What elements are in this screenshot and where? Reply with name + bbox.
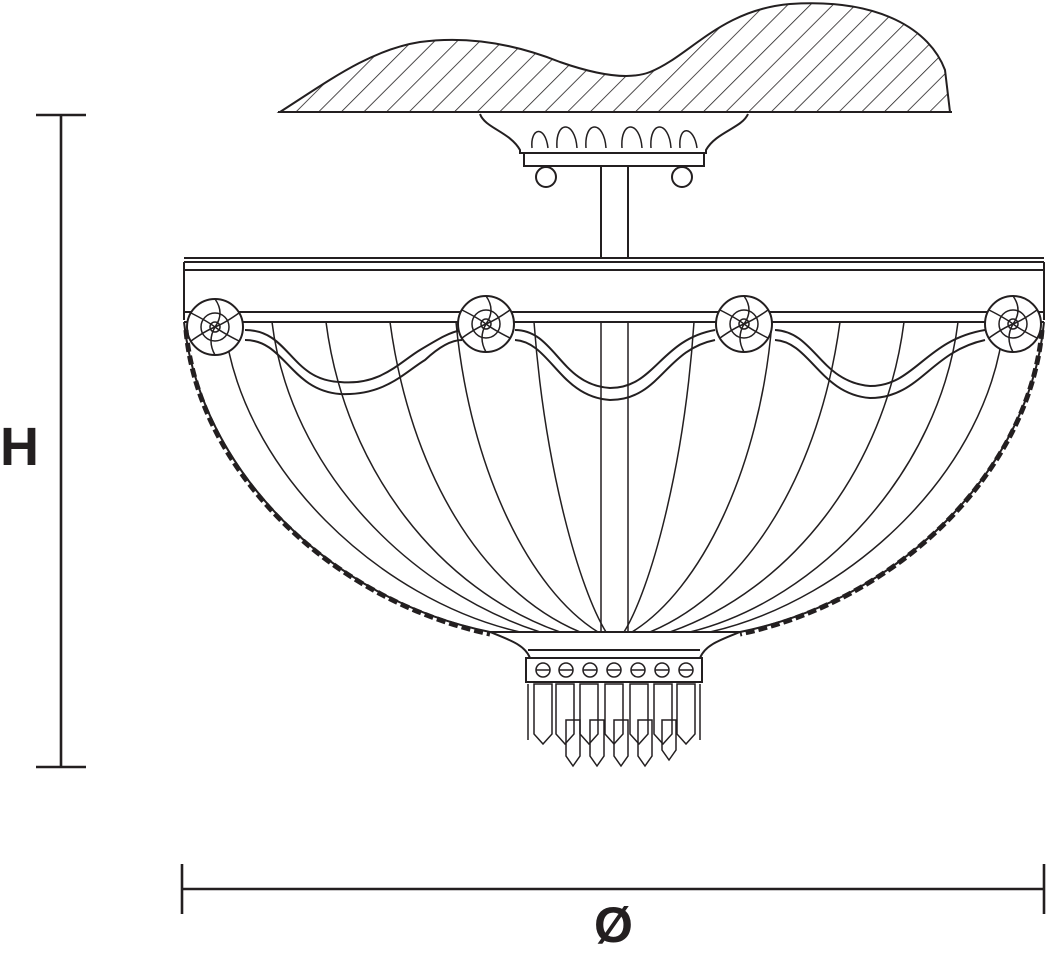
rosette-4: [984, 295, 1042, 353]
swag-garlands: [244, 329, 986, 402]
rosettes: [186, 295, 1042, 356]
rosette-3: [715, 295, 773, 353]
height-label: H: [0, 417, 39, 477]
canopy: [479, 113, 749, 188]
stem: [600, 166, 629, 258]
crystal-drops: [527, 683, 701, 768]
bead-chains: [183, 329, 1045, 637]
top-band: [183, 257, 1045, 323]
ceiling-section: [276, 2, 952, 113]
height-dimension-line: [36, 113, 86, 769]
diameter-label: Ø: [594, 897, 633, 953]
crystal-finial: [489, 631, 741, 768]
rosette-1: [186, 298, 244, 356]
rosette-2: [457, 295, 515, 353]
diameter-dimension-line: [180, 864, 1046, 914]
